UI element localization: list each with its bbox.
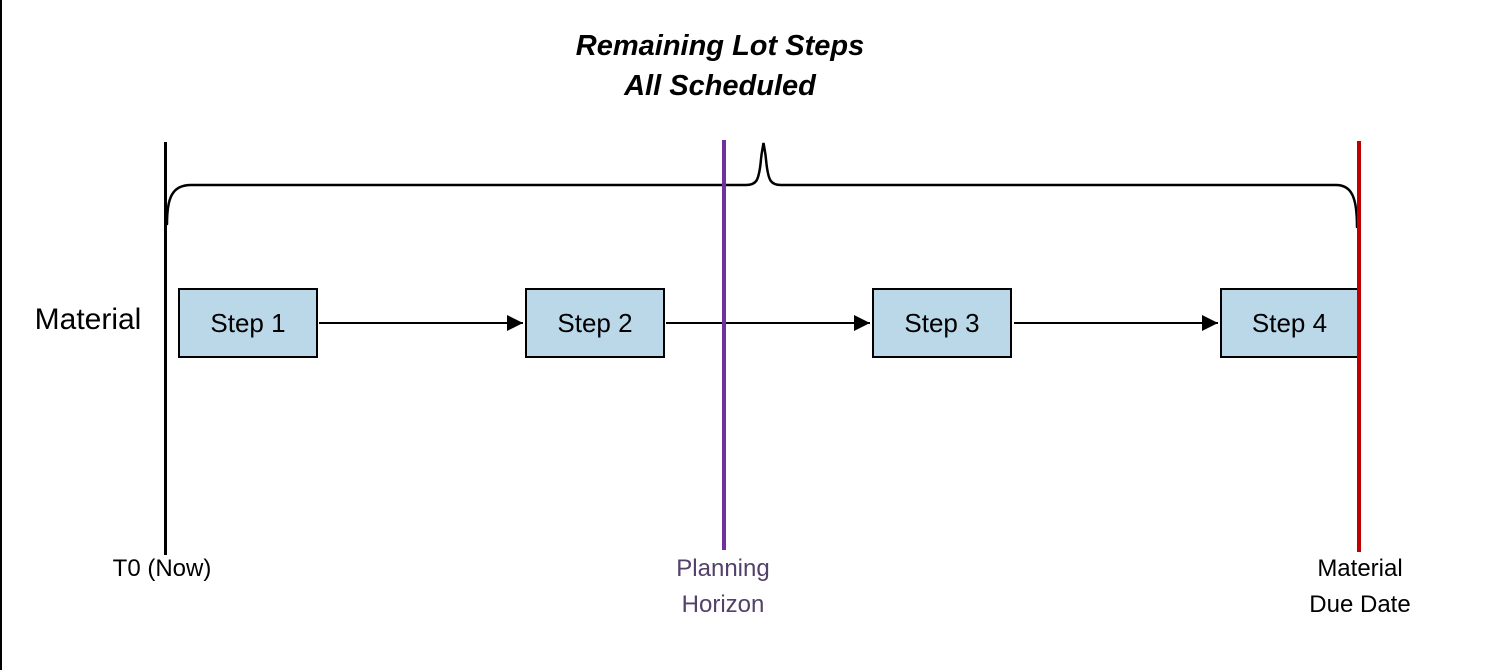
- material-due-date-label-line1: Material: [1317, 555, 1403, 582]
- planning-horizon-label: Planning Horizon: [623, 551, 823, 623]
- material-due-date-line: [1357, 141, 1361, 552]
- diagram-title-line1: Remaining Lot Steps: [575, 30, 865, 62]
- step-4-box: Step 4: [1220, 288, 1359, 358]
- planning-horizon-line: [722, 140, 726, 550]
- diagram-title-line2: All Scheduled: [624, 70, 816, 102]
- span-brace: [165, 142, 1359, 229]
- step-2-label: Step 2: [557, 307, 633, 338]
- step-3-box: Step 3: [872, 288, 1012, 358]
- material-due-date-label-line2: Due Date: [1309, 591, 1411, 618]
- material-row-label: Material: [34, 303, 142, 336]
- step-1-box: Step 1: [178, 288, 318, 358]
- step-1-label: Step 1: [210, 307, 286, 338]
- diagram-title: Remaining Lot Steps All Scheduled: [470, 26, 970, 106]
- material-due-date-label: Material Due Date: [1260, 551, 1460, 623]
- step-2-box: Step 2: [525, 288, 665, 358]
- step-4-label: Step 4: [1251, 307, 1328, 338]
- planning-horizon-label-line1: Planning: [676, 555, 770, 582]
- planning-horizon-label-line2: Horizon: [681, 591, 765, 618]
- canvas-left-border: [0, 0, 2, 670]
- t0-now-line: [164, 142, 167, 555]
- step-3-label: Step 3: [904, 307, 980, 338]
- t0-now-label: T0 (Now): [112, 555, 212, 582]
